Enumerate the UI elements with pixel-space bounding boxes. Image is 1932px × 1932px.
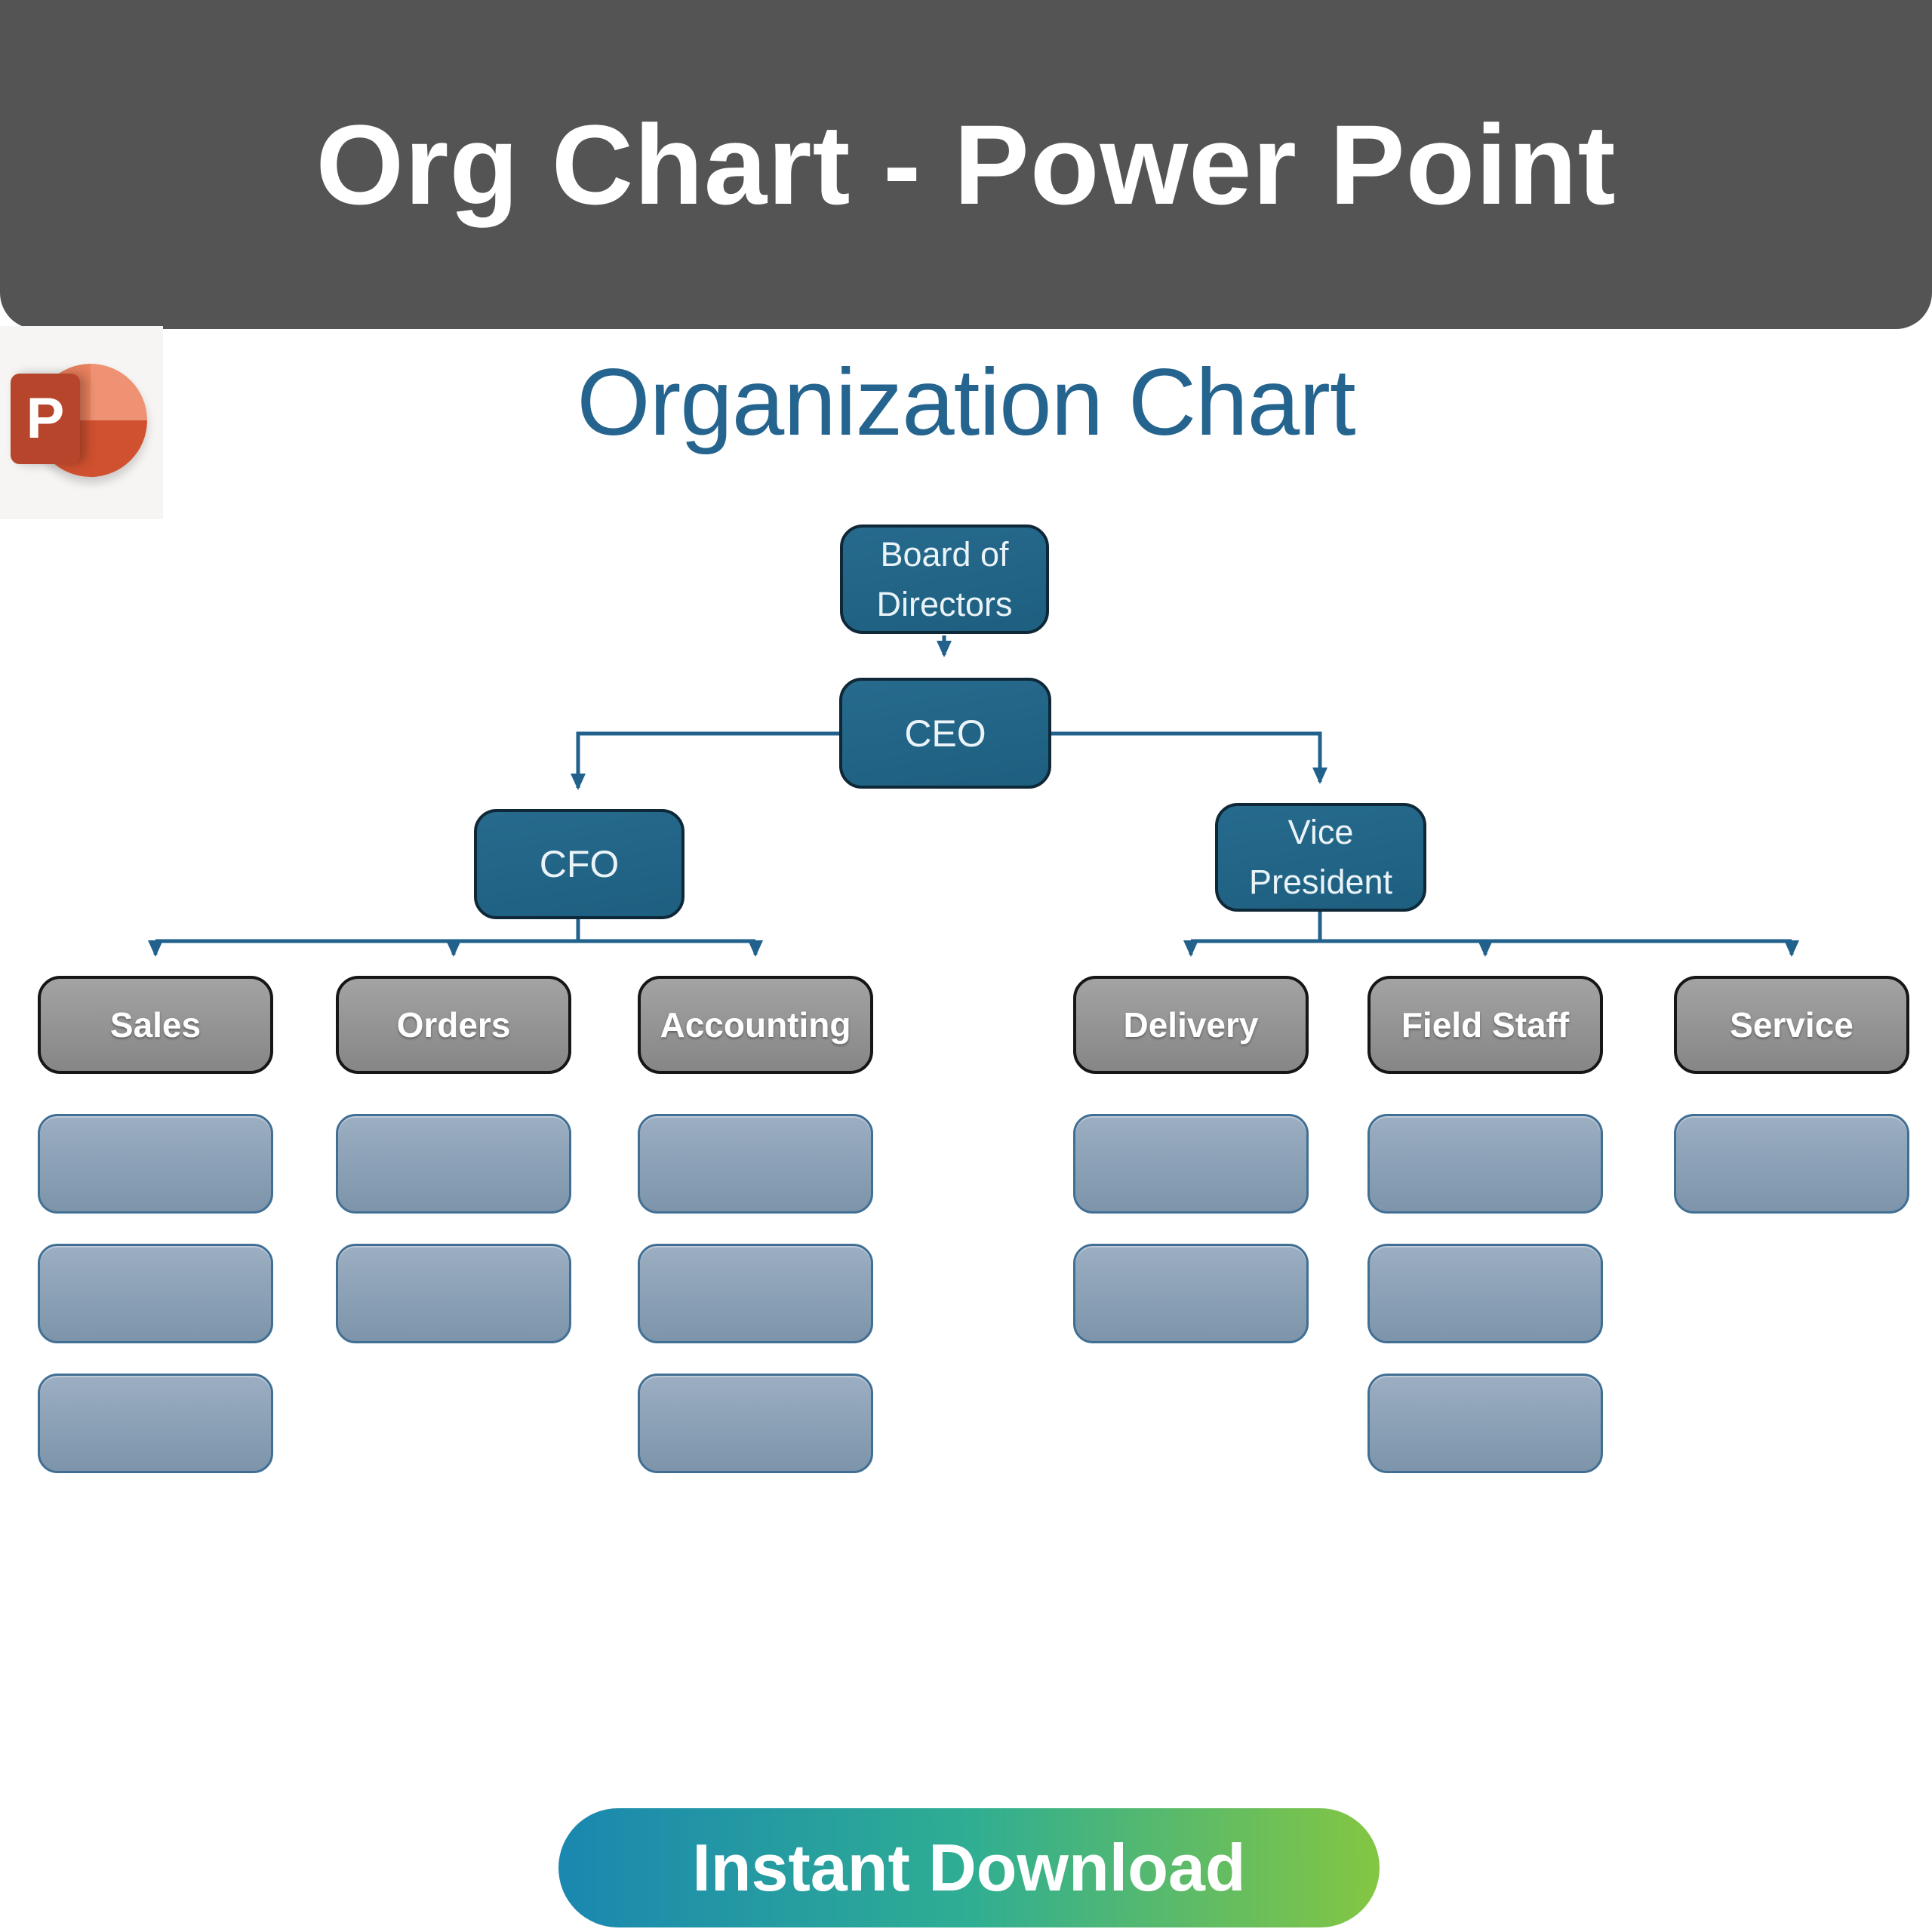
placeholder-box: [1073, 1244, 1309, 1343]
placeholder-box: [336, 1114, 571, 1214]
placeholder-box: [1367, 1244, 1603, 1343]
powerpoint-letter: P: [26, 386, 65, 451]
placeholder-box: [1367, 1374, 1603, 1473]
placeholder-box: [1073, 1114, 1309, 1214]
dept-label-sales: Sales: [38, 976, 273, 1074]
placeholder-box: [38, 1244, 273, 1343]
header-banner: Org Chart - Power Point: [0, 0, 1932, 329]
node-ceo: CEO: [839, 678, 1051, 789]
powerpoint-p-plate-icon: P: [11, 374, 80, 464]
node-label-line: President: [1248, 863, 1393, 901]
dept-column-service: Service: [1674, 976, 1909, 1489]
node-label: CFO: [539, 843, 620, 885]
node-vice-president: Vice President: [1215, 803, 1426, 912]
placeholder-box: [638, 1244, 873, 1343]
banner-title: Org Chart - Power Point: [315, 100, 1617, 228]
node-label-line: Directors: [876, 584, 1013, 623]
placeholder-box: [38, 1374, 273, 1473]
dept-label-delivery: Delivery: [1073, 976, 1309, 1074]
dept-column-accounting: Accounting: [638, 976, 873, 1489]
dept-column-delivery: Delivery: [1073, 976, 1309, 1489]
instant-download-button[interactable]: Instant Download: [558, 1808, 1380, 1927]
node-board-of-directors: Board of Directors: [840, 525, 1049, 634]
placeholder-box: [1367, 1114, 1603, 1214]
slide-title: Organization Chart: [577, 350, 1355, 455]
placeholder-box: [638, 1114, 873, 1214]
dept-label-service: Service: [1674, 976, 1909, 1074]
placeholder-box: [1674, 1114, 1909, 1214]
dept-column-orders: Orders: [336, 976, 571, 1489]
dept-column-sales: Sales: [38, 976, 273, 1489]
placeholder-box: [38, 1114, 273, 1214]
node-label-line: Board of: [880, 534, 1009, 574]
placeholder-box: [336, 1244, 571, 1343]
node-cfo: CFO: [474, 809, 685, 919]
dept-label-field-staff: Field Staff: [1367, 976, 1603, 1074]
node-label-line: Vice: [1287, 813, 1354, 851]
powerpoint-logo: P: [0, 326, 163, 519]
node-label: CEO: [904, 712, 986, 755]
dept-label-accounting: Accounting: [638, 976, 873, 1074]
dept-label-orders: Orders: [336, 976, 571, 1074]
placeholder-box: [638, 1374, 873, 1473]
dept-column-field-staff: Field Staff: [1367, 976, 1603, 1489]
